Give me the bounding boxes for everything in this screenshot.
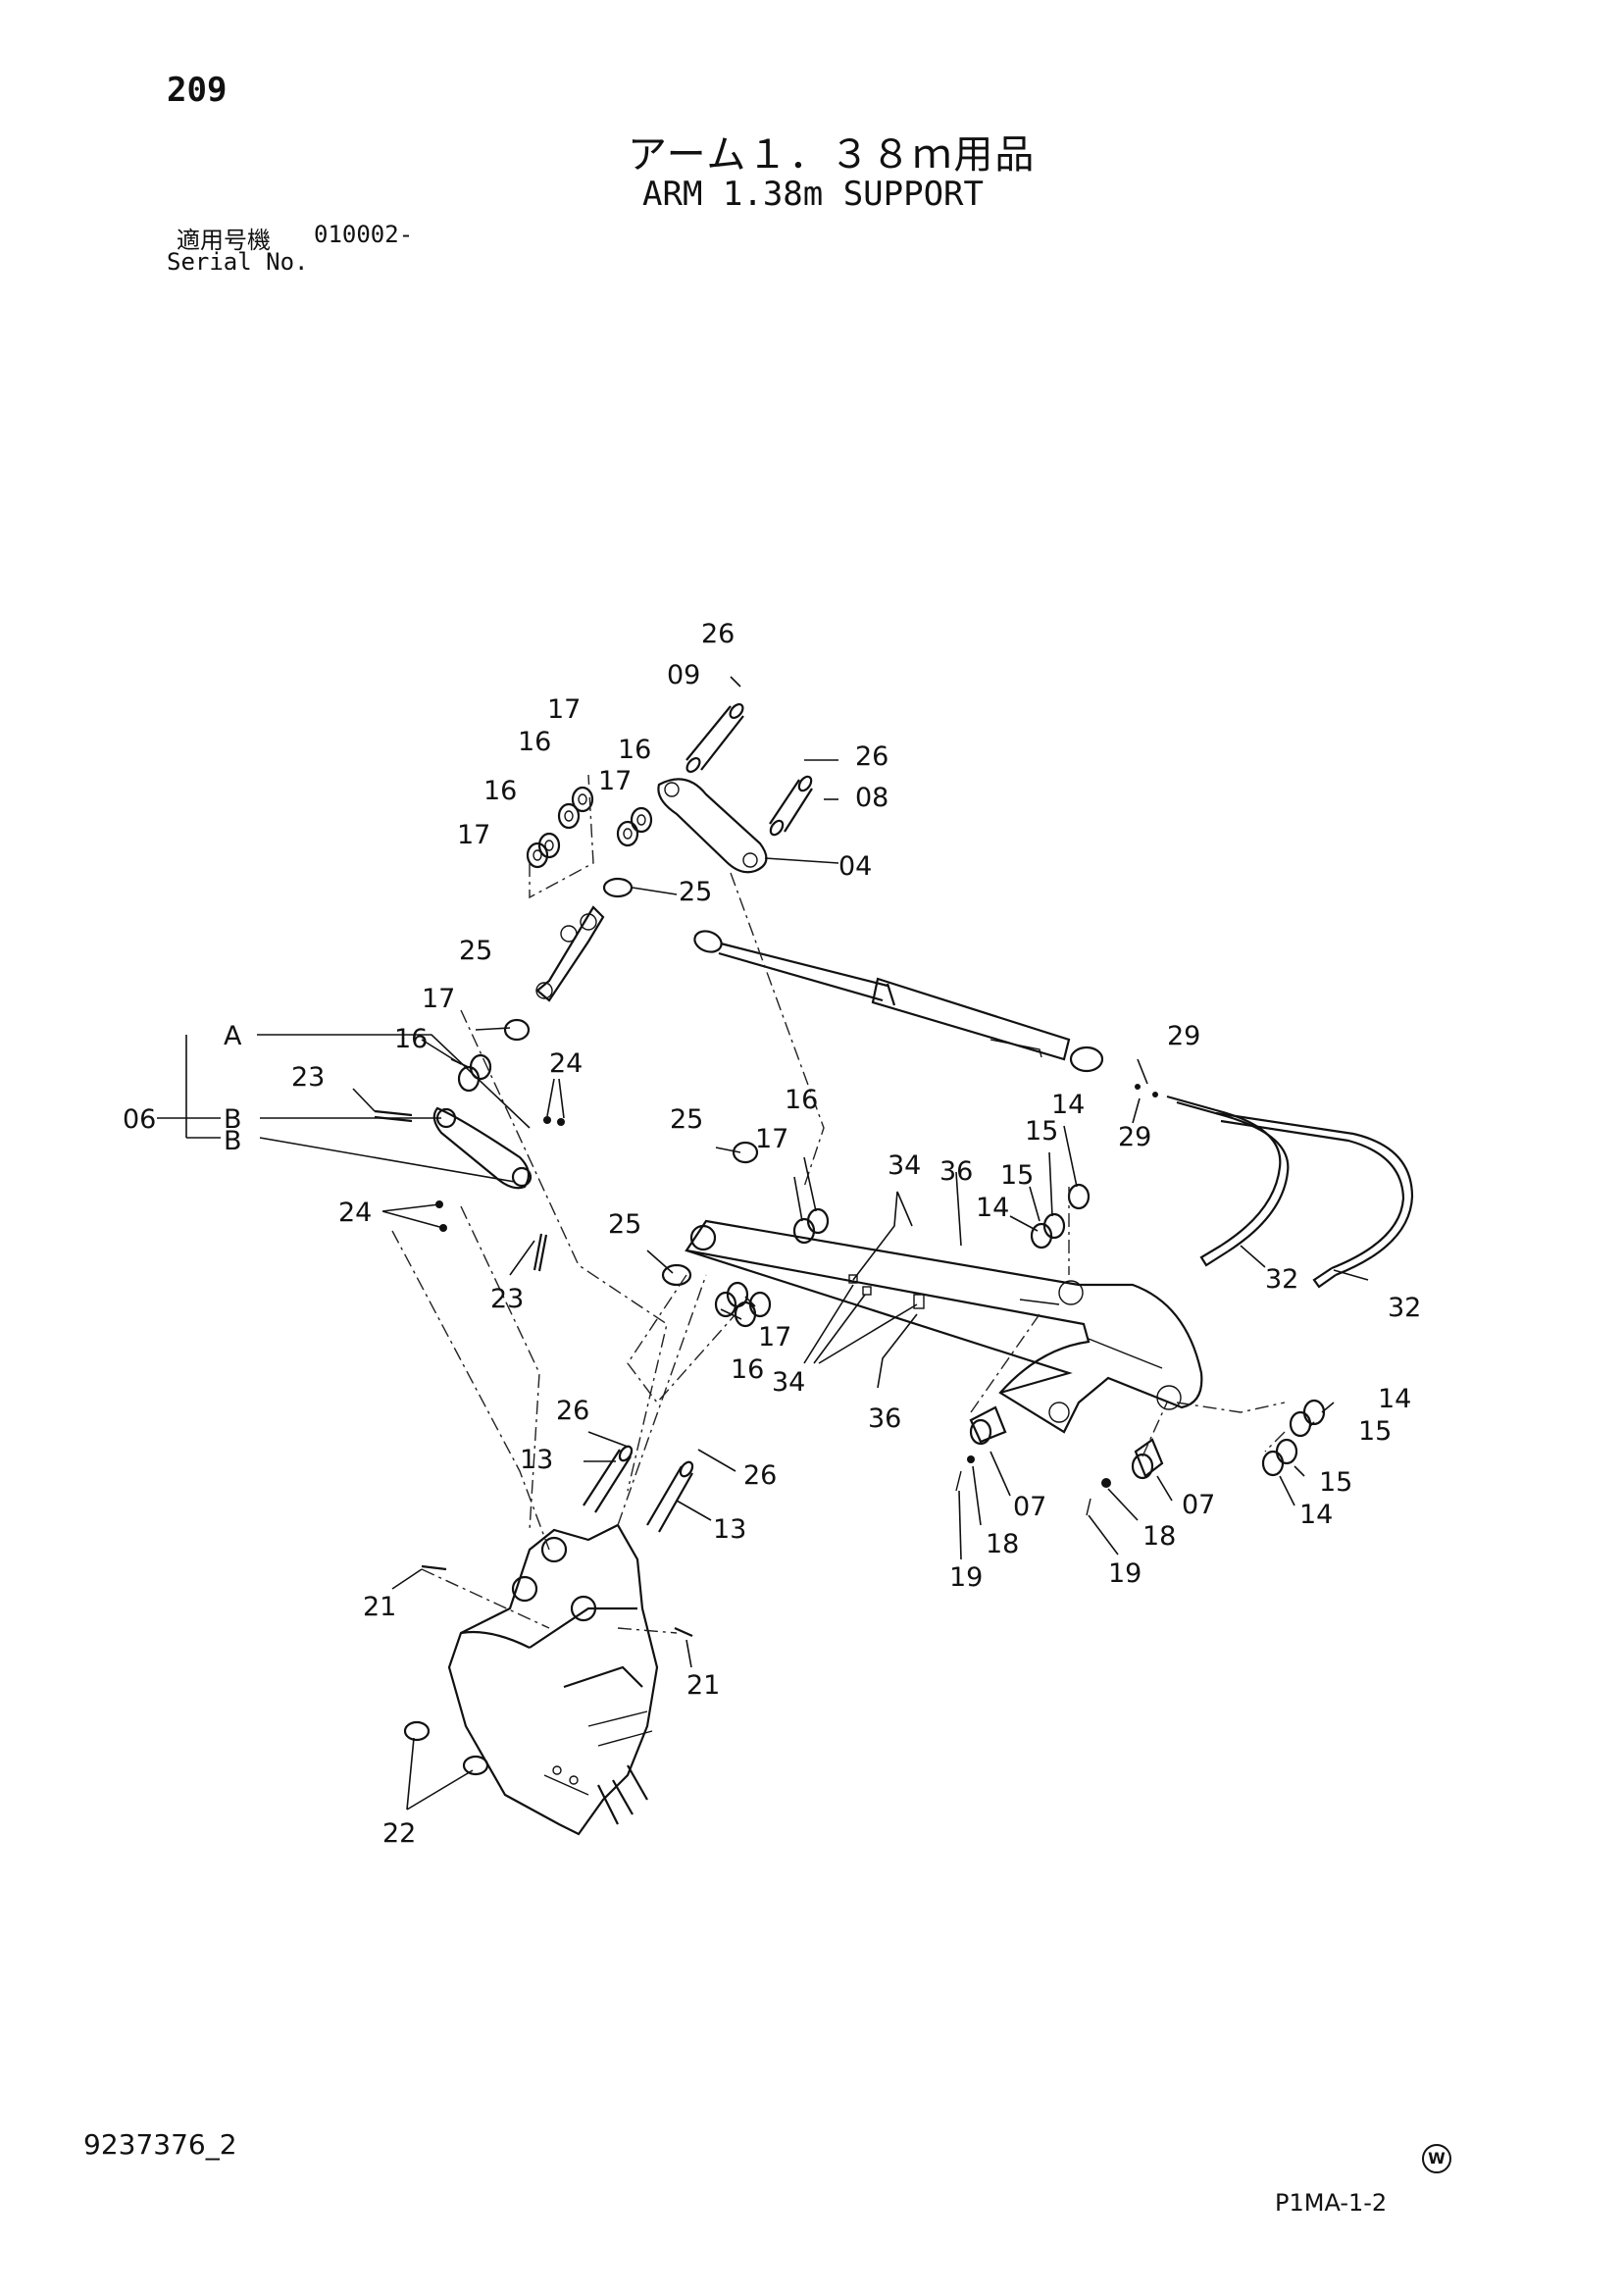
label-25: 25 (670, 1104, 703, 1135)
label-19: 19 (949, 1562, 983, 1593)
arm-body (685, 1219, 1203, 1434)
serial-number-value: 010002- (314, 221, 414, 248)
label-36: 36 (939, 1156, 973, 1187)
label-36: 36 (868, 1403, 901, 1434)
label-25: 25 (679, 877, 712, 907)
page-title-japanese: アーム１．３８ｍ用品 (628, 132, 1037, 178)
label-13: 13 (520, 1445, 553, 1475)
label-14: 14 (1051, 1090, 1085, 1120)
label-16: 16 (785, 1085, 818, 1115)
label-17: 17 (547, 694, 581, 725)
page-code: P1MA-1-2 (1275, 2189, 1388, 2217)
label-19: 19 (1108, 1558, 1142, 1589)
label-09: 09 (667, 660, 700, 690)
label-16: 16 (731, 1354, 764, 1385)
label-17: 17 (758, 1322, 791, 1352)
label-26: 26 (855, 741, 888, 772)
label-24: 24 (338, 1198, 372, 1228)
bolt-21 (421, 1564, 693, 1638)
label-17: 17 (457, 820, 490, 850)
label-15: 15 (1358, 1416, 1392, 1447)
document-number: 9237376_2 (83, 2128, 237, 2161)
label-17: 17 (598, 766, 632, 796)
label-18: 18 (986, 1529, 1019, 1559)
label-14: 14 (1299, 1500, 1333, 1530)
page-number: 209 (167, 71, 228, 110)
label-21: 21 (686, 1670, 720, 1701)
label-22: 22 (382, 1818, 416, 1849)
label-04: 04 (838, 851, 872, 882)
bolt-18-19 (955, 1455, 1111, 1516)
leader-lines (157, 676, 1369, 1811)
label-A: A (224, 1021, 242, 1051)
label-06: 06 (123, 1104, 156, 1135)
assembly-lines (391, 774, 1286, 1634)
label-16: 16 (394, 1024, 428, 1054)
label-15: 15 (1025, 1116, 1058, 1147)
label-25: 25 (608, 1209, 641, 1240)
label-14: 14 (976, 1193, 1009, 1223)
label-15: 15 (1000, 1160, 1034, 1191)
o-ring-22 (403, 1720, 489, 1776)
label-23: 23 (490, 1284, 524, 1314)
label-34: 34 (888, 1150, 921, 1181)
label-26: 26 (743, 1460, 777, 1491)
circled-w-mark: W (1422, 2144, 1451, 2173)
shim-34 (848, 1274, 925, 1309)
label-13: 13 (713, 1514, 746, 1545)
hydraulic-hose-32 (1166, 1095, 1414, 1289)
hydraulic-cylinder (693, 930, 1158, 1097)
pin-13 (583, 1445, 694, 1533)
label-29: 29 (1167, 1021, 1200, 1051)
label-17: 17 (422, 984, 455, 1014)
bucket (447, 1523, 659, 1836)
label-29: 29 (1118, 1122, 1151, 1152)
label-32: 32 (1388, 1293, 1421, 1323)
link-04 (657, 778, 768, 874)
label-16: 16 (618, 735, 651, 765)
page-title-english: ARM 1.38m SUPPORT (642, 175, 984, 214)
serial-label-japanese: 適用号機 (177, 227, 271, 254)
label-25: 25 (459, 936, 492, 966)
bushing-07 (969, 1405, 1164, 1480)
label-07: 07 (1182, 1490, 1215, 1520)
label-B: B (224, 1104, 242, 1135)
label-26: 26 (556, 1396, 589, 1426)
label-16: 16 (483, 776, 517, 806)
label-21: 21 (363, 1592, 396, 1622)
label-15: 15 (1319, 1467, 1352, 1498)
label-23: 23 (291, 1062, 325, 1093)
label-14: 14 (1378, 1384, 1411, 1414)
pin-09 (685, 702, 744, 774)
label-07: 07 (1013, 1492, 1046, 1522)
serial-label-english: Serial No. (167, 248, 309, 276)
label-34: 34 (772, 1367, 805, 1398)
washers-upper-left (526, 786, 653, 898)
part-number-labels: 26 09 26 08 04 17 16 16 17 16 17 25 25 1… (123, 619, 1421, 1849)
label-26: 26 (701, 619, 735, 649)
nut-24 (435, 1116, 565, 1232)
label-18: 18 (1142, 1521, 1176, 1552)
side-link-06 (432, 1106, 533, 1190)
label-08: 08 (855, 783, 888, 813)
label-32: 32 (1265, 1264, 1298, 1295)
label-B: B (224, 1126, 242, 1156)
pin-08 (769, 775, 813, 837)
link-assembly-upper (457, 905, 605, 1093)
label-17: 17 (755, 1124, 788, 1154)
bolt-23 (374, 1109, 548, 1272)
label-16: 16 (518, 727, 551, 757)
label-24: 24 (549, 1048, 583, 1079)
